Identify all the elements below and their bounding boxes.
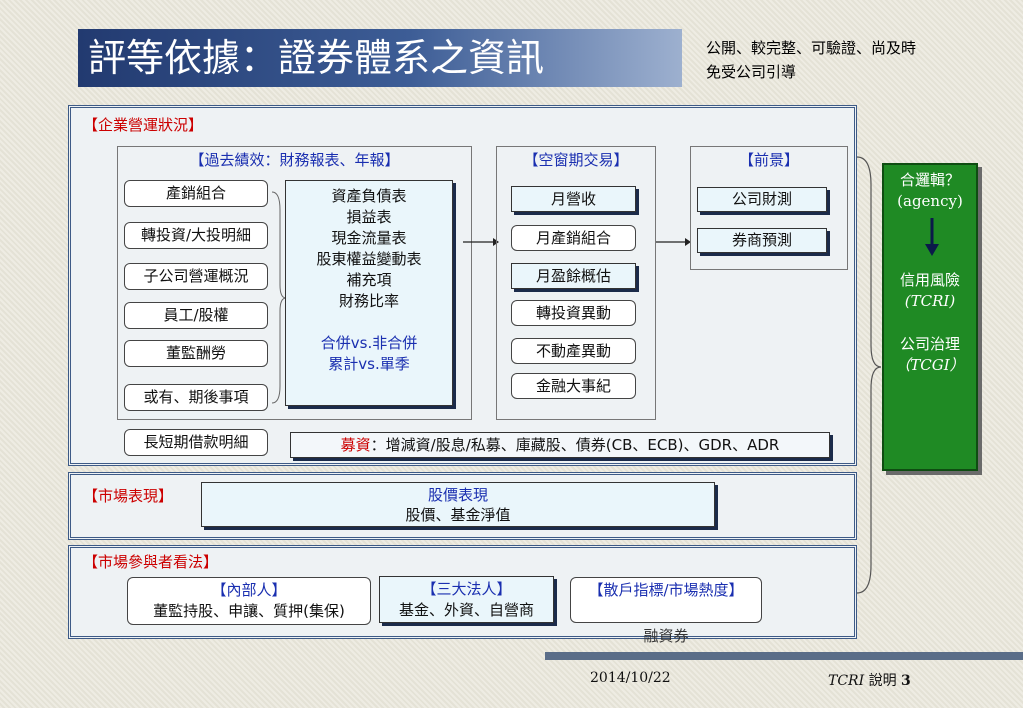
arrow-down-icon (884, 212, 976, 260)
gap-trading-title: 【空窗期交易】 (523, 151, 629, 169)
outlook-group (690, 146, 848, 270)
list-item: 月盈餘概估 (511, 263, 636, 289)
statement-item: 股東權益變動表 (316, 250, 422, 268)
brace-connector-right (856, 156, 882, 594)
list-item: 月產銷組合 (511, 225, 636, 251)
list-item: 公司財測 (697, 187, 827, 212)
insiders-text: 董監持股、申讓、質押(集保) (153, 602, 345, 620)
retail-text: 融資券 (643, 627, 689, 645)
arrow-right-icon (463, 238, 499, 246)
insiders-box: 【內部人】 董監持股、申讓、質押(集保) (127, 577, 371, 625)
list-item: 轉投資/大投明細 (124, 222, 268, 249)
footer-brand-name: TCRI (828, 673, 865, 689)
conclusion-line: （TCGI） (895, 356, 965, 374)
list-item: 券商預測 (697, 228, 827, 253)
outlook-title: 【前景】 (738, 151, 799, 169)
statement-note: 累計vs.單季 (328, 355, 410, 373)
statement-item: 損益表 (346, 208, 392, 226)
page-number: 3 (901, 673, 911, 689)
retail-title: 【散戶指標/市場熱度】 (588, 581, 744, 599)
statement-item: 補充項 (346, 271, 392, 289)
conclusion-line: 公司治理 (899, 335, 960, 353)
past-performance-group (117, 146, 472, 420)
list-item: 金融大事紀 (511, 373, 636, 399)
financial-statements-box: 資產負債表 損益表 現金流量表 股東權益變動表 補充項 財務比率 合併vs.非合… (285, 180, 453, 406)
list-item: 或有、期後事項 (124, 384, 268, 411)
funding-text: ：增減資/股息/私募、庫藏股、債券(CB、ECB)、GDR、ADR (370, 436, 780, 454)
market-line-2: 股價、基金淨值 (405, 506, 511, 524)
institutions-text: 基金、外資、自營商 (398, 601, 534, 619)
conclusion-line: (agency) (897, 192, 963, 210)
market-line-1: 股價表現 (427, 486, 488, 504)
market-label: 【市場表現】 (83, 487, 174, 505)
statement-note: 合併vs.非合併 (320, 334, 418, 352)
participants-label: 【市場參與者看法】 (83, 553, 219, 571)
retail-box: 【散戶指標/市場熱度】 (570, 577, 762, 623)
institutions-box: 【三大法人】 基金、外資、自營商 (379, 576, 554, 623)
conclusion-line: 合邏輯？ (899, 171, 960, 189)
insiders-title: 【內部人】 (211, 581, 287, 599)
conclusion-line: 信用風險 (899, 271, 960, 289)
subtitle: 公開、較完整、可驗證、尚及時 免受公司引導 (706, 36, 916, 84)
footer-desc: 說明 (868, 673, 897, 689)
conclusion-box: 合邏輯？ (agency) 信用風險 (TCRI) 公司治理 （TCGI） (882, 163, 978, 471)
subtitle-line-1: 公開、較完整、可驗證、尚及時 (706, 39, 917, 57)
list-item: 子公司營運概況 (124, 263, 268, 290)
past-performance-title: 【過去績效：財務報表、年報】 (189, 151, 400, 169)
arrow-right-icon (655, 238, 691, 246)
list-item: 長短期借款明細 (124, 429, 268, 456)
list-item: 轉投資異動 (511, 300, 636, 326)
list-item: 不動產異動 (511, 338, 636, 364)
gap-trading-group (496, 146, 656, 420)
market-box: 股價表現 股價、基金淨值 (201, 482, 715, 527)
list-item: 產銷組合 (124, 180, 268, 207)
footer-date: 2014/10/22 (590, 670, 671, 686)
statement-item: 財務比率 (338, 292, 399, 310)
list-item: 員工/股權 (124, 302, 268, 329)
institutions-title: 【三大法人】 (421, 580, 512, 598)
footer-divider (545, 652, 1023, 660)
footer-brand: TCRI 說明 3 (828, 670, 911, 690)
operations-label: 【企業營運狀況】 (83, 116, 204, 134)
subtitle-line-2: 免受公司引導 (706, 63, 797, 81)
list-item: 月營收 (511, 186, 636, 212)
page-title: 評等依據：證券體系之資訊 (78, 29, 682, 87)
statement-item: 現金流量表 (331, 229, 407, 247)
statement-item: 資產負債表 (331, 187, 407, 205)
funding-box: 募資：增減資/股息/私募、庫藏股、債券(CB、ECB)、GDR、ADR (290, 432, 830, 458)
conclusion-line: (TCRI) (904, 292, 956, 310)
funding-label: 募資 (340, 436, 371, 454)
list-item: 董監酬勞 (124, 340, 268, 367)
